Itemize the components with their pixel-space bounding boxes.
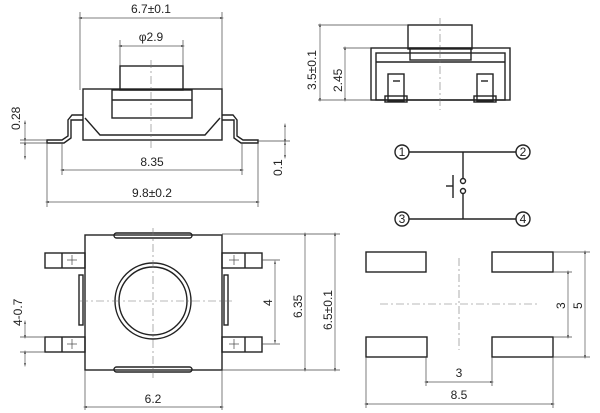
pin-1: 1 (394, 144, 410, 160)
pad-tr (491, 251, 554, 273)
svg-text:2: 2 (520, 145, 527, 159)
top-view: 4 6.35 6.5±0.1 4-0.7 6.2 (11, 228, 340, 410)
switch-body (82, 88, 223, 141)
svg-text:3: 3 (399, 212, 406, 226)
pin-2: 2 (515, 144, 531, 160)
terminal-br (221, 336, 263, 353)
button-cap (119, 65, 184, 91)
dim-lead-thickness: 0.28 (9, 106, 23, 130)
dim-width-body: 6.7±0.1 (131, 2, 171, 16)
dim-body-width: 6.2 (145, 392, 162, 406)
dim-pad-span-x: 8.5 (451, 388, 468, 402)
pin-4: 4 (515, 211, 531, 227)
dim-pad-span-y: 5 (571, 302, 585, 309)
pad-br (491, 336, 554, 358)
dim-body-length: 6.35 (291, 294, 305, 318)
dim-pin-width: 4-0.7 (11, 298, 25, 326)
dim-lead-span-total: 9.8±0.2 (132, 186, 172, 200)
terminal-tl (44, 252, 86, 269)
front-view: 3.5±0.1 2.45 (305, 18, 511, 110)
dim-pad-gap-x: 3 (456, 366, 463, 380)
side-view: 6.7±0.1 φ2.9 8.35 9.8±0.2 0.28 0.1 (9, 2, 290, 207)
svg-text:4: 4 (520, 212, 527, 226)
dim-height-body: 2.45 (331, 68, 345, 92)
terminal-bl (44, 336, 86, 353)
dim-pin-pitch: 4 (261, 299, 275, 306)
dim-standoff: 0.1 (271, 159, 285, 176)
dim-height-total: 3.5±0.1 (305, 50, 319, 90)
pad-tl (365, 251, 427, 273)
dim-body-length-tol: 6.5±0.1 (321, 290, 335, 330)
dim-pad-gap-y: 3 (554, 302, 568, 309)
dim-lead-span-inner: 8.35 (140, 155, 164, 169)
svg-text:1: 1 (399, 145, 406, 159)
terminal-tr (221, 252, 263, 269)
pin-3: 3 (394, 211, 410, 227)
pcb-footprint: 3 8.5 3 5 (363, 249, 590, 408)
dim-button-diameter: φ2.9 (139, 30, 164, 44)
pad-bl (365, 336, 428, 358)
circuit-schematic: 1 2 3 4 (394, 144, 531, 227)
